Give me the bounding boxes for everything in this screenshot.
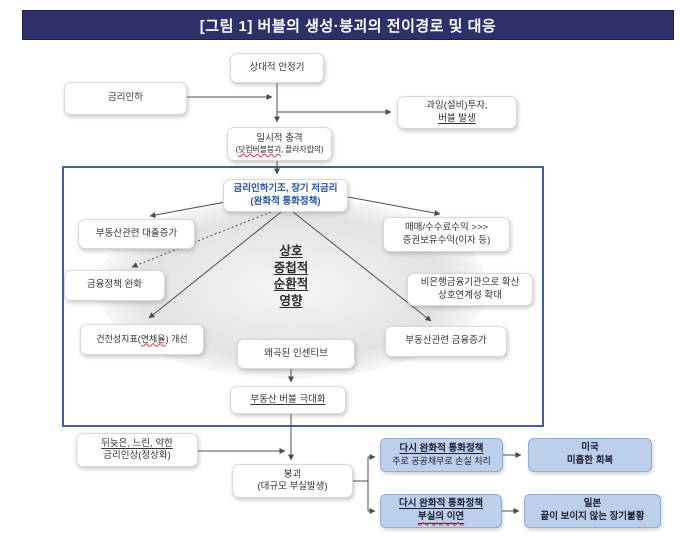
fee-income-line1: 매매/수수료수익 >>> (404, 222, 489, 234)
fee-income-line2: 증권보유수익(이자 등) (402, 234, 491, 246)
easy-policy-line1: 금리인하기조, 장기 저금리 (233, 183, 338, 195)
box-overinvestment: 과잉(설비)투자, 버블 발생 (397, 96, 517, 129)
cycle-line2: 중첩적 (273, 260, 309, 275)
overinvestment-line1: 과잉(설비)투자, (426, 100, 488, 112)
nonbank-line2: 상호연계성 확대 (438, 289, 502, 301)
box-collapse: 붕괴 (대규모 부실발생) (232, 464, 353, 498)
box-jp-outcome: 일본 끝이 보이지 않는 장기불황 (524, 494, 661, 528)
cycle-line3: 순환적 (273, 277, 309, 292)
arrow-policy-to-soundness (148, 211, 282, 319)
box-relative-stability: 상대적 안정기 (230, 53, 324, 83)
jp-policy-line2: 부실의 이연 (417, 511, 465, 525)
box-realestate-finance-increase: 부동산관련 금융증가 (385, 326, 507, 357)
late-hike-line2: 금리인상(정상화) (103, 450, 171, 461)
rate-cut-label: 금리인하 (108, 92, 143, 104)
bubble-maximization-label: 부동산 버블 극대화 (250, 393, 326, 405)
distorted-incentive-label: 왜곡된 인센티브 (264, 347, 328, 359)
box-temporary-shock: 일시적 충격 (닷컴버블붕괴, 플라자합의) (227, 127, 332, 161)
temporary-shock-line2: (닷컴버블붕괴, 플라자합의) (236, 145, 324, 155)
soundness-pre: 건전성지표( (96, 333, 141, 344)
shock-dotcom-word: 닷컴버블붕괴 (238, 144, 282, 154)
relative-stability-label: 상대적 안정기 (249, 61, 305, 73)
box-rate-cut: 금리인하 (64, 82, 187, 115)
box-soundness-indicator: 건전성지표(연체율) 개선 (80, 324, 204, 355)
temporary-shock-line1: 일시적 충격 (256, 132, 303, 144)
nonbank-line1: 비은행금융기관으로 확산 (420, 277, 520, 289)
box-fee-income: 매매/수수료수익 >>> 증권보유수익(이자 등) (383, 217, 510, 252)
us-policy-line1: 다시 완화적 통화정책 (399, 442, 484, 454)
collapse-line1: 붕괴 (283, 468, 302, 480)
jp-outcome-line2: 끝이 보이지 않는 장기불황 (540, 511, 645, 522)
box-loan-increase: 부동산관련 대출증가 (78, 219, 195, 249)
shock-paren-open: ( (235, 144, 239, 154)
shock-plaza-word: , 플라자합의) (281, 144, 324, 154)
mutual-cyclical-effect-text: 상호 중첩적 순환적 영향 (241, 243, 341, 309)
arrow-policy-to-fee (347, 196, 441, 216)
cycle-line4: 영향 (279, 293, 303, 308)
box-nonbank-spread: 비은행금융기관으로 확산 상호연계성 확대 (407, 273, 533, 306)
cycle-line1: 상호 (279, 244, 303, 258)
box-policy-easing: 금융정책 완화 (64, 270, 165, 301)
us-policy-line2: 주로 공공채무로 손실 처리 (392, 456, 491, 467)
figure-title-bar: [그림 1] 버블의 생성·붕괴의 전이경로 및 대응 (22, 10, 674, 40)
policy-easing-label: 금융정책 완화 (86, 279, 143, 291)
box-us-outcome: 미국 미흡한 회복 (528, 438, 652, 472)
us-outcome-line2: 미흡한 회복 (566, 455, 614, 466)
realestate-finance-label: 부동산관련 금융증가 (405, 335, 487, 347)
jp-policy-line1: 다시 완화적 통화정책 (399, 497, 483, 509)
soundness-label: 건전성지표(연체율) 개선 (96, 334, 187, 346)
overinvestment-line2: 버블 발생 (438, 112, 476, 124)
feedback-loop-frame (62, 166, 544, 427)
easy-policy-line2: (완화적 통화정책) (250, 195, 321, 207)
us-outcome-line1: 미국 (581, 442, 599, 454)
figure-title: [그림 1] 버블의 생성·붕괴의 전이경로 및 대응 (199, 17, 497, 35)
jp-outcome-line1: 일본 (583, 498, 602, 510)
box-bubble-maximization: 부동산 버블 극대화 (230, 386, 346, 414)
soundness-delinquency-word: 연체율 (140, 333, 166, 344)
box-jp-policy-response: 다시 완화적 통화정책 부실의 이연 (380, 494, 502, 528)
box-distorted-incentive: 왜곡된 인센티브 (237, 339, 355, 369)
collapse-line2: (대규모 부실발생) (257, 481, 328, 492)
soundness-post: ) 개선 (165, 333, 188, 344)
late-hike-line1: 뒤늦은, 느린, 약한 (101, 437, 173, 449)
box-easy-monetary-policy: 금리인하기조, 장기 저금리 (완화적 통화정책) (223, 179, 348, 212)
box-us-policy-response: 다시 완화적 통화정책 주로 공공채무로 손실 처리 (380, 438, 503, 472)
box-late-rate-hike: 뒤늦은, 느린, 약한 금리인상(정상화) (76, 433, 198, 467)
loan-increase-label: 부동산관련 대출증가 (95, 227, 178, 239)
arrow-policy-to-loan (149, 199, 237, 218)
